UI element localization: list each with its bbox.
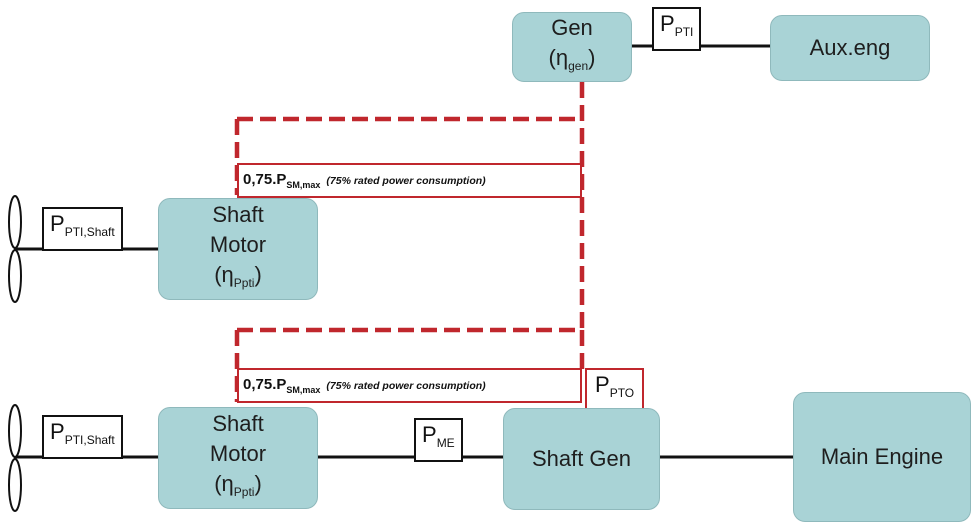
bottom-propeller-icon bbox=[8, 404, 22, 512]
main-engine-box[interactable]: Main Engine bbox=[793, 392, 971, 522]
top-shaft-motor-box[interactable]: Shaft Motor (ηPpti) bbox=[158, 198, 318, 300]
generator-label: Gen bbox=[551, 15, 593, 40]
shaft-generator-label: Shaft Gen bbox=[531, 446, 632, 471]
bottom-p-pti-shaft-label: PPTI,Shaft bbox=[42, 415, 123, 459]
generator-efficiency: gen bbox=[568, 59, 589, 73]
shaft-generator-box[interactable]: Shaft Gen bbox=[503, 408, 660, 510]
p-pto-label: PPTO bbox=[585, 368, 645, 410]
p-me-label: PME bbox=[414, 418, 463, 462]
bottom-power-consumption-label: 0,75.PSM,max (75% rated power consumptio… bbox=[237, 368, 582, 403]
generator-box[interactable]: Gen (ηgen) bbox=[512, 12, 632, 82]
aux-engine-label: Aux.eng bbox=[809, 35, 891, 60]
top-power-consumption-label: 0,75.PSM,max (75% rated power consumptio… bbox=[237, 163, 582, 198]
bottom-shaft-motor-box[interactable]: Shaft Motor (ηPpti) bbox=[158, 407, 318, 509]
aux-engine-box[interactable]: Aux.eng bbox=[770, 15, 930, 81]
main-engine-label: Main Engine bbox=[820, 444, 944, 469]
top-propeller-icon bbox=[8, 195, 22, 303]
p-pti-label: PPTI bbox=[652, 7, 702, 51]
top-p-pti-shaft-label: PPTI,Shaft bbox=[42, 207, 123, 251]
